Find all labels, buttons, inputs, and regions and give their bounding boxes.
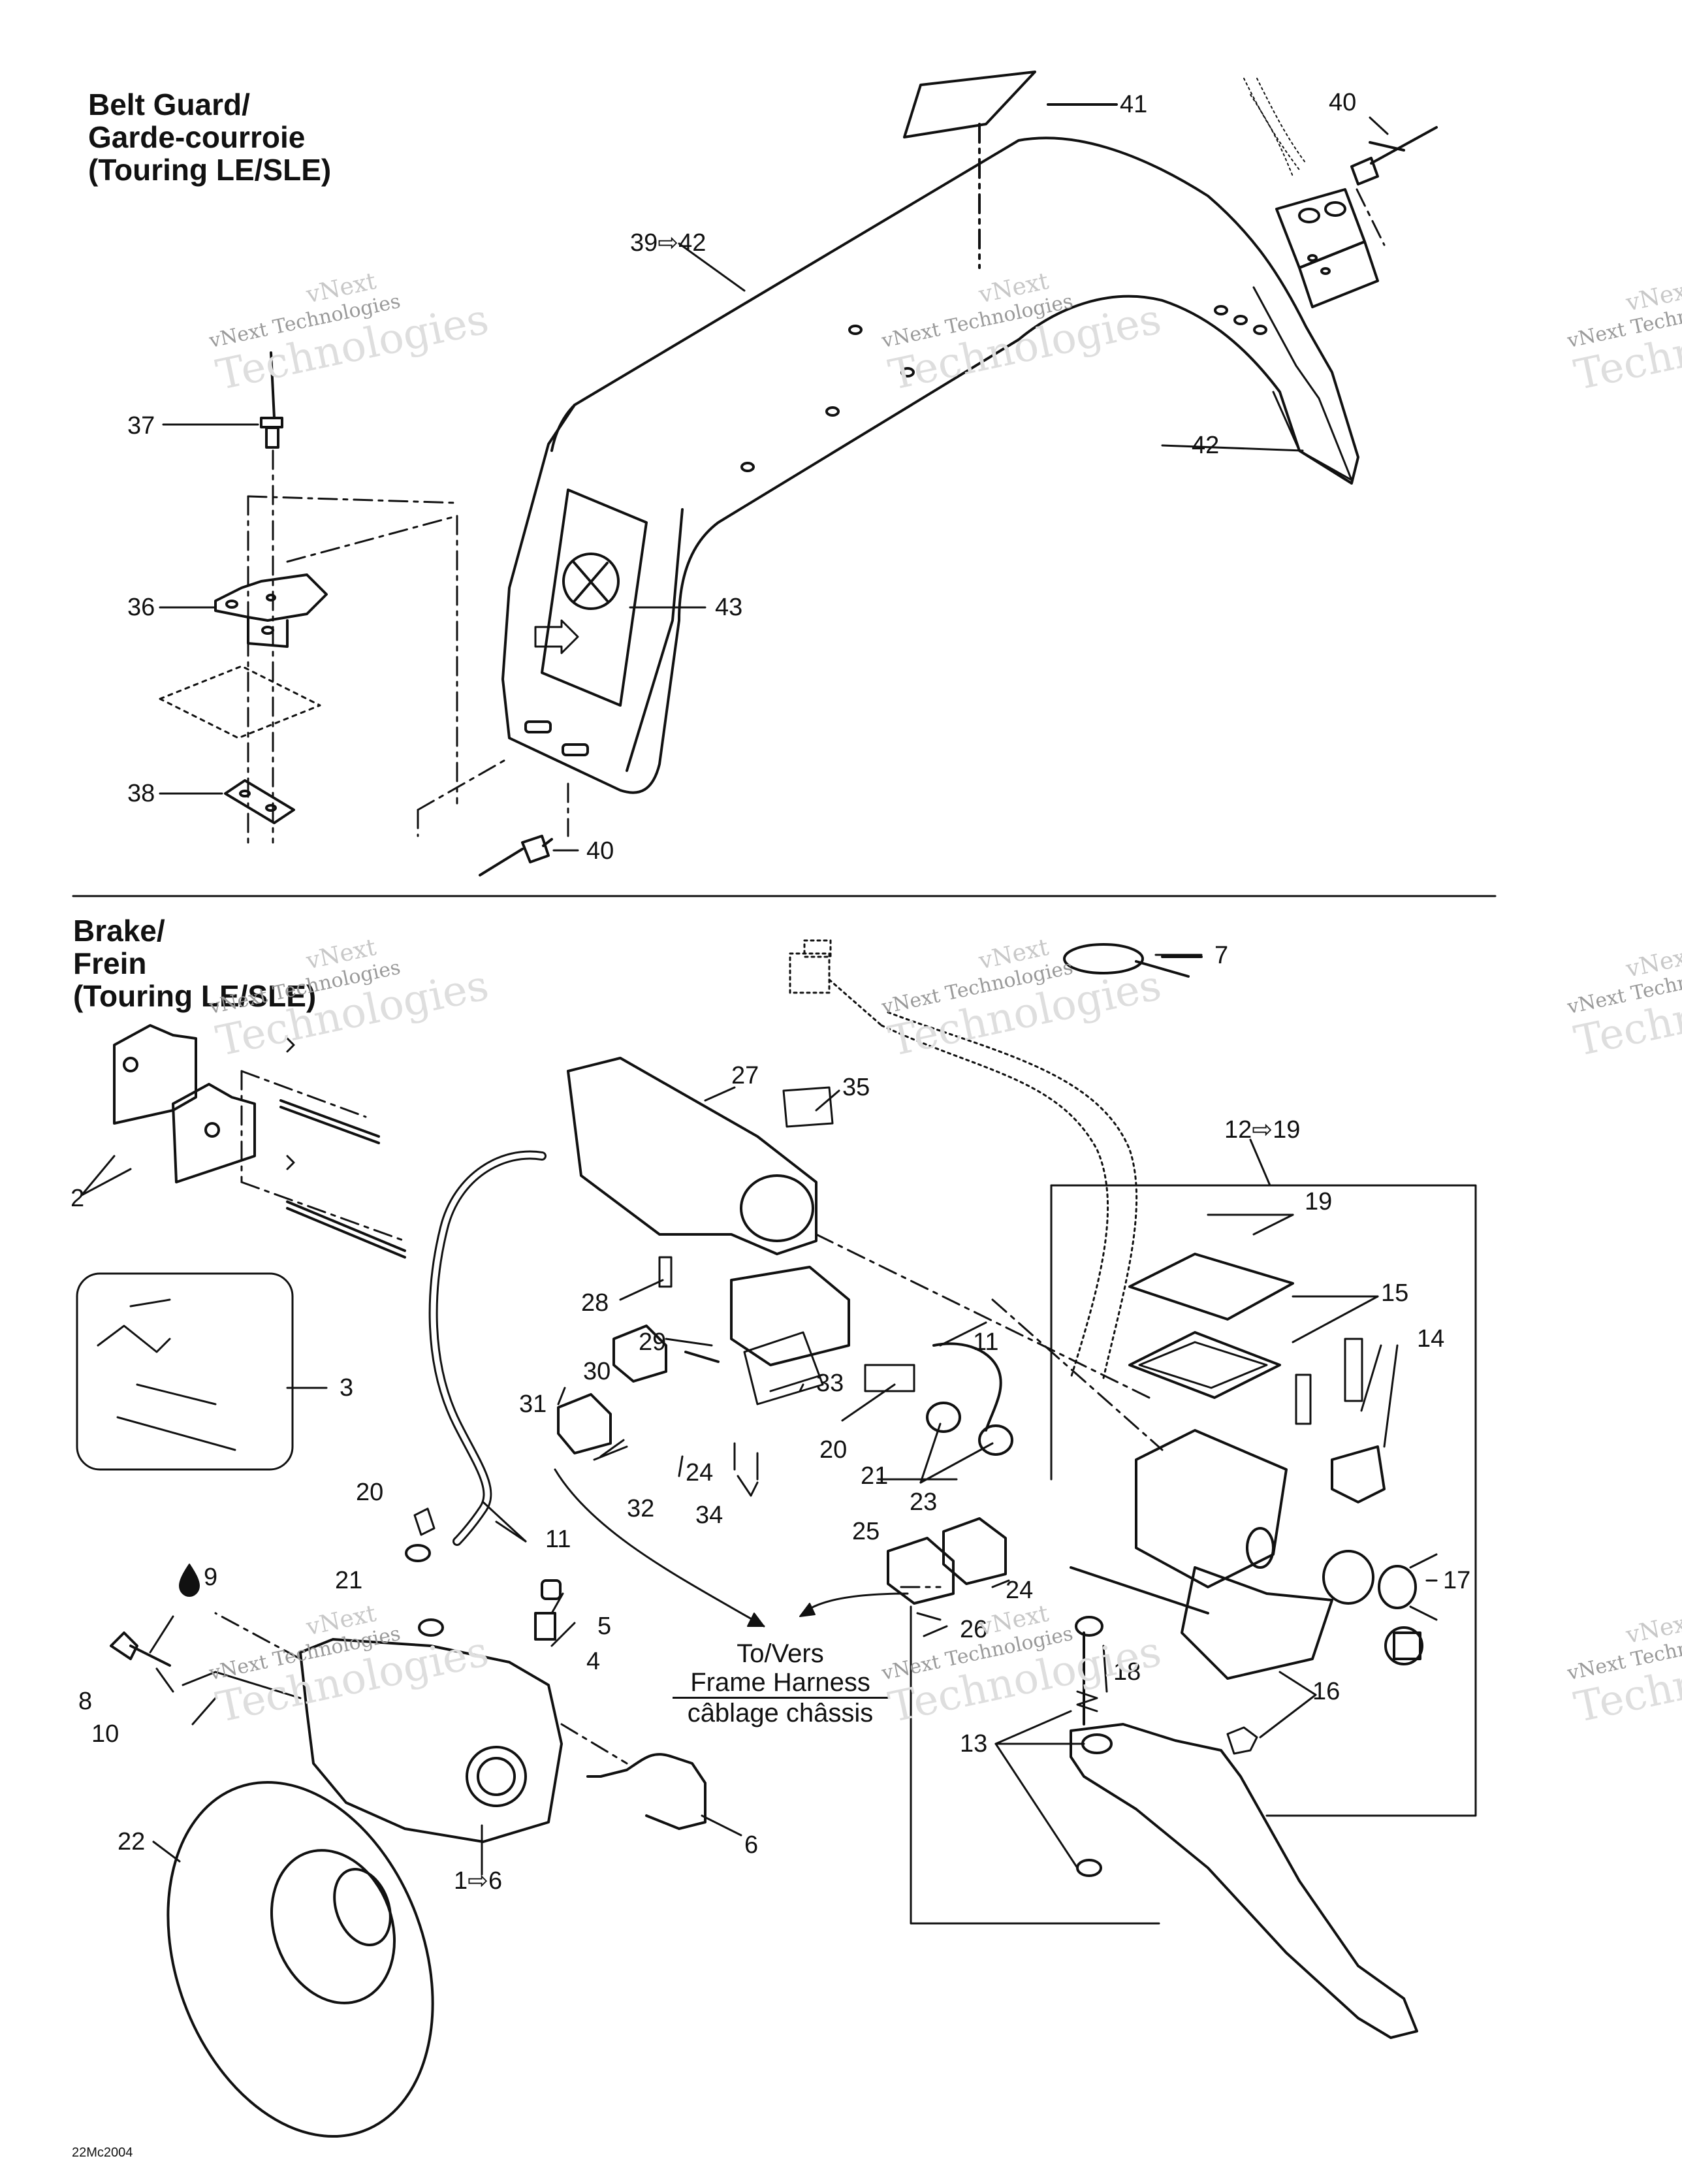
callout-34: 34 [695, 1502, 723, 1529]
callout-13: 13 [960, 1730, 988, 1758]
assembly-box [1050, 1184, 1477, 1817]
callout-8: 8 [78, 1688, 93, 1715]
callout-15: 15 [1381, 1279, 1409, 1307]
callout-20-left: 20 [356, 1479, 384, 1506]
plate-38 [224, 779, 295, 824]
callout-9: 9 [204, 1564, 218, 1591]
callout-5: 5 [597, 1613, 612, 1640]
belt-guard [501, 136, 1359, 794]
belt-guard-title-line2: Garde-courroie [88, 120, 306, 154]
rivet-40-bottom [479, 835, 553, 876]
switch-housing-27 [567, 1057, 817, 1255]
harness-connector [789, 939, 1138, 1379]
callout-25: 25 [852, 1518, 880, 1545]
callout-40-top: 40 [1329, 89, 1357, 116]
bolts [413, 1338, 1363, 1536]
callout-16: 16 [1312, 1678, 1341, 1705]
callout-43: 43 [715, 594, 743, 621]
brake-title-line3: (Touring LE/SLE) [73, 979, 317, 1013]
callout-39-42: 39⇨42 [630, 229, 706, 257]
figure-code: 22Mc2004 [72, 2145, 133, 2160]
cable-tie-7 [1063, 943, 1203, 978]
frame-harness-line1: To/Vers [737, 1639, 824, 1668]
callout-10: 10 [91, 1720, 119, 1748]
callout-22: 22 [118, 1828, 146, 1855]
brake-line-6 [586, 1753, 706, 1830]
callout-37: 37 [127, 412, 155, 440]
decal-41 [903, 71, 1036, 138]
callout-3: 3 [340, 1374, 354, 1402]
callout-21-left: 21 [335, 1567, 363, 1594]
callout-11-top: 11 [973, 1328, 999, 1356]
callout-23: 23 [910, 1488, 938, 1516]
nut-16 [1226, 1726, 1258, 1755]
callout-31: 31 [519, 1390, 547, 1418]
brake-pads-2 [113, 1024, 256, 1183]
master-cylinder [1070, 1429, 1333, 1680]
callout-38: 38 [127, 780, 155, 807]
handlebar-clamp [1322, 1445, 1423, 1665]
callout-30: 30 [583, 1358, 611, 1385]
callout-2: 2 [71, 1185, 85, 1212]
warning-decal-43 [534, 489, 648, 707]
cover-15 [1128, 1253, 1294, 1399]
callout-11-bottom: 11 [545, 1526, 571, 1553]
brake-caliper [299, 1638, 563, 1843]
caliper-bolt-8 [110, 1631, 302, 1699]
frame-harness-note: To/Vers Frame Harness câblage châssis [673, 1639, 888, 1727]
callout-35: 35 [842, 1074, 870, 1101]
pad-pins [279, 1037, 406, 1259]
belt-guard-title-line3: (Touring LE/SLE) [88, 153, 332, 187]
callout-14: 14 [1417, 1325, 1445, 1353]
switch-29 [684, 1266, 850, 1405]
callout-41: 41 [1120, 91, 1148, 118]
brake-disc-22 [167, 1780, 434, 2138]
pad-outline [159, 665, 321, 739]
callout-6: 6 [744, 1831, 759, 1859]
brake-lever [1070, 1616, 1418, 2039]
kit-box-3 [76, 1272, 294, 1471]
callout-4: 4 [586, 1648, 601, 1675]
callout-20-right: 20 [819, 1436, 848, 1464]
screws [658, 1256, 759, 1481]
callout-1-6: 1⇨6 [454, 1867, 503, 1895]
rivet-40-top [1350, 126, 1438, 246]
callout-24-left: 24 [686, 1459, 714, 1486]
brake-title-line1: Brake/ [73, 914, 165, 948]
callout-19: 19 [1305, 1188, 1333, 1215]
callout-33: 33 [816, 1370, 844, 1397]
belt-guard-title: Belt Guard/ Garde-courroie (Touring LE/S… [88, 88, 331, 186]
callout-26: 26 [960, 1616, 988, 1643]
callout-28: 28 [581, 1289, 609, 1317]
banjo-bolt-11 [932, 1342, 1002, 1432]
callout-12-19: 12⇨19 [1224, 1116, 1301, 1144]
bracket-plate-top [1275, 188, 1379, 308]
callout-24-right: 24 [1006, 1577, 1034, 1604]
callout-32: 32 [627, 1495, 655, 1522]
label-35 [782, 1086, 834, 1128]
bleeder-4-5 [534, 1579, 562, 1641]
brake-title-line2: Frein [73, 946, 147, 980]
callout-42: 42 [1192, 432, 1220, 459]
callout-21-right: 21 [861, 1462, 889, 1490]
callout-27: 27 [731, 1062, 759, 1089]
sealant-texture [1243, 78, 1307, 177]
drop-icon [179, 1564, 200, 1597]
callout-36: 36 [127, 594, 155, 621]
frame-harness-line3: câblage châssis [687, 1699, 874, 1727]
rivet-37 [260, 351, 283, 449]
frame-harness-line2: Frame Harness [673, 1668, 888, 1699]
belt-guard-title-line1: Belt Guard/ [88, 88, 250, 121]
callout-40-bottom: 40 [586, 837, 614, 865]
o-rings-21 [405, 1402, 1013, 1637]
brake-title: Brake/ Frein (Touring LE/SLE) [73, 914, 316, 1012]
callout-7: 7 [1214, 942, 1229, 969]
connectors-30-31 [557, 1325, 667, 1461]
bracket-36 [214, 573, 328, 648]
callout-29: 29 [639, 1328, 667, 1356]
callout-17: 17 [1443, 1567, 1471, 1594]
connectors-23-25 [887, 1517, 1007, 1621]
callout-18: 18 [1113, 1658, 1141, 1686]
